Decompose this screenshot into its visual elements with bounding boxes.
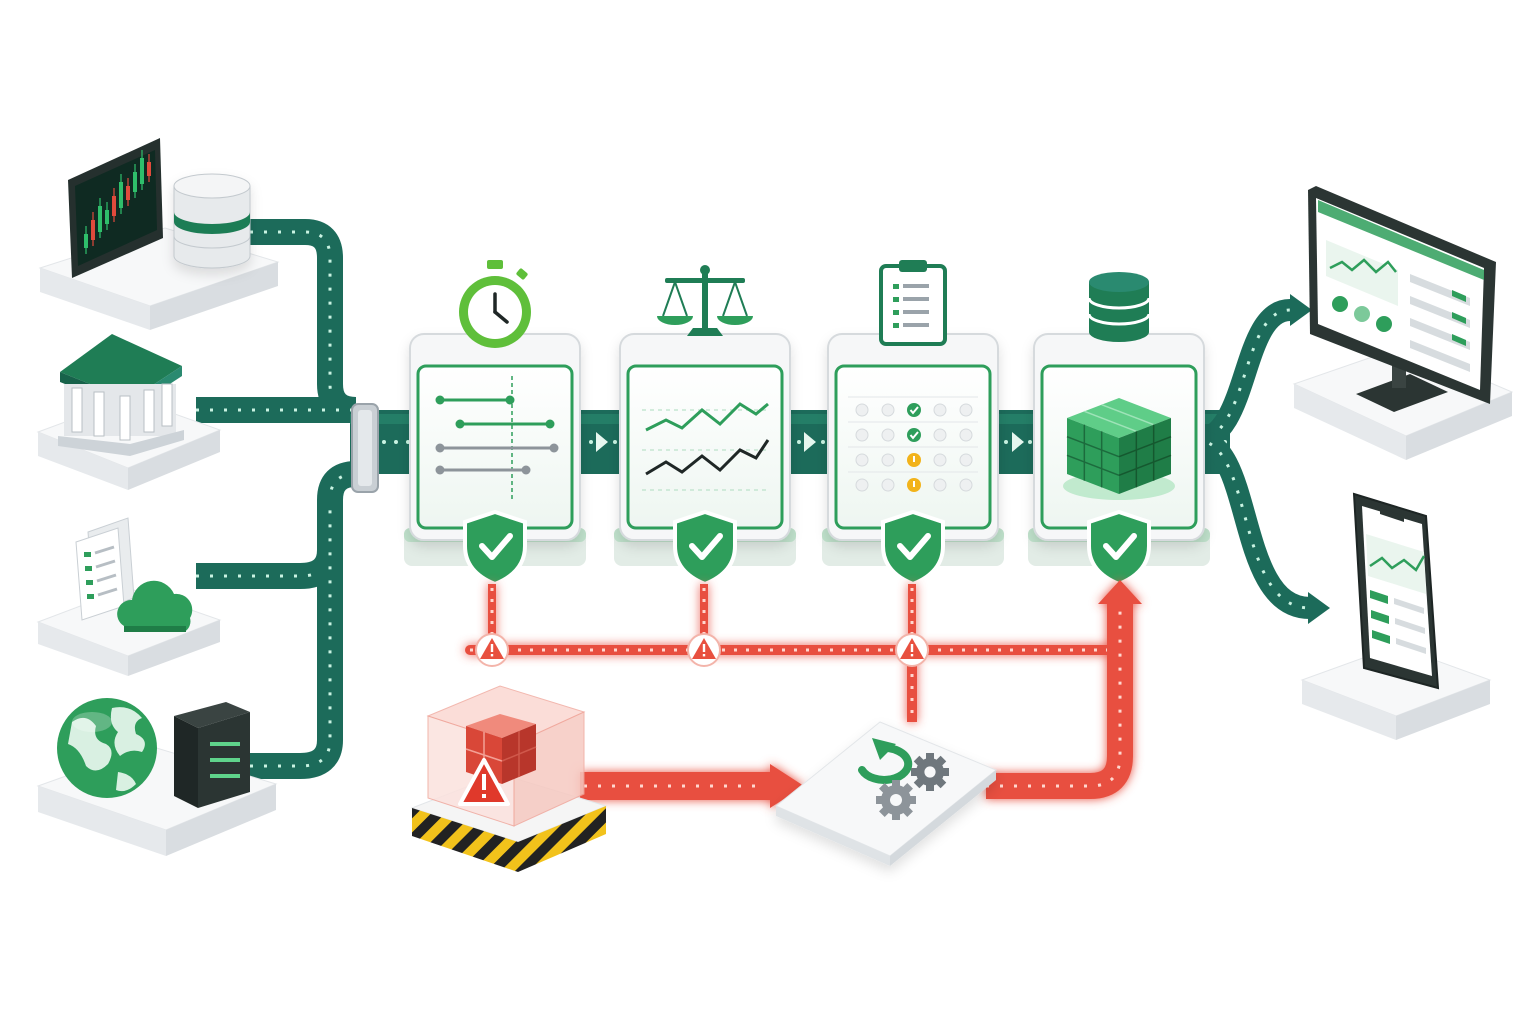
check-icon [907,428,921,442]
candlestick [147,154,151,182]
output-pipes [1185,294,1330,624]
candlestick [84,226,88,254]
stage-card-storage [1028,272,1210,587]
source-market-data [38,138,280,330]
globe-icon [57,698,157,798]
cloud-icon [117,580,193,632]
candlestick [133,164,137,198]
source-pipes [196,219,357,779]
desktop-dashboard-icon [1308,186,1496,412]
server-icon [174,702,250,808]
quarantine-zone [410,685,608,872]
mobile-dashboard-icon [1352,492,1440,690]
warning-icon [687,633,721,667]
warning-icon [907,478,921,492]
output-mobile [1300,492,1492,740]
database-icon [173,173,251,269]
candlestick [140,150,144,190]
refresh-icon [858,738,913,784]
check-icon [907,403,921,417]
source-bank [36,334,222,490]
candlestick [126,178,130,206]
warning-icon [907,453,921,467]
timeline-icon [435,376,559,500]
candlestick [98,198,102,238]
reprocess-station [775,721,997,866]
source-platform [1300,645,1492,740]
gear [911,753,949,791]
clipboard-checklist-icon [879,260,947,346]
stage-card-timeliness [404,260,586,587]
source-documents-cloud [36,517,222,676]
candlestick [119,174,123,214]
warning-icon [475,633,509,667]
source-web-server [36,698,278,856]
output-desktop [1292,186,1514,460]
candlestick [91,212,95,246]
data-pipe [250,500,343,779]
flow-arrow-icon [596,432,608,452]
balance-scale-icon [657,265,753,336]
stage-card-completeness [822,260,1004,587]
database-icon [1087,272,1151,342]
line-comparison-icon [642,402,770,491]
shield-check-icon [1087,509,1151,587]
flow-arrow-icon [1012,432,1024,452]
gear [876,780,916,820]
candlestick [112,188,116,222]
shield-check-icon [673,509,737,587]
pipe-junction [351,403,379,493]
stopwatch-icon [459,260,531,348]
bank-building-icon [58,334,184,456]
candlestick-chart-icon [68,138,163,278]
shield-check-icon [881,509,945,587]
warning-icon [458,758,510,806]
candlestick [105,202,109,230]
stage-card-consistency [614,265,796,587]
warning-icon [895,633,929,667]
data-cube-icon [1063,398,1175,500]
flow-arrow-icon [804,432,816,452]
gears-icon [876,753,949,820]
shield-check-icon [463,509,527,587]
check-matrix-icon [848,396,978,492]
documents-icon [75,517,135,621]
